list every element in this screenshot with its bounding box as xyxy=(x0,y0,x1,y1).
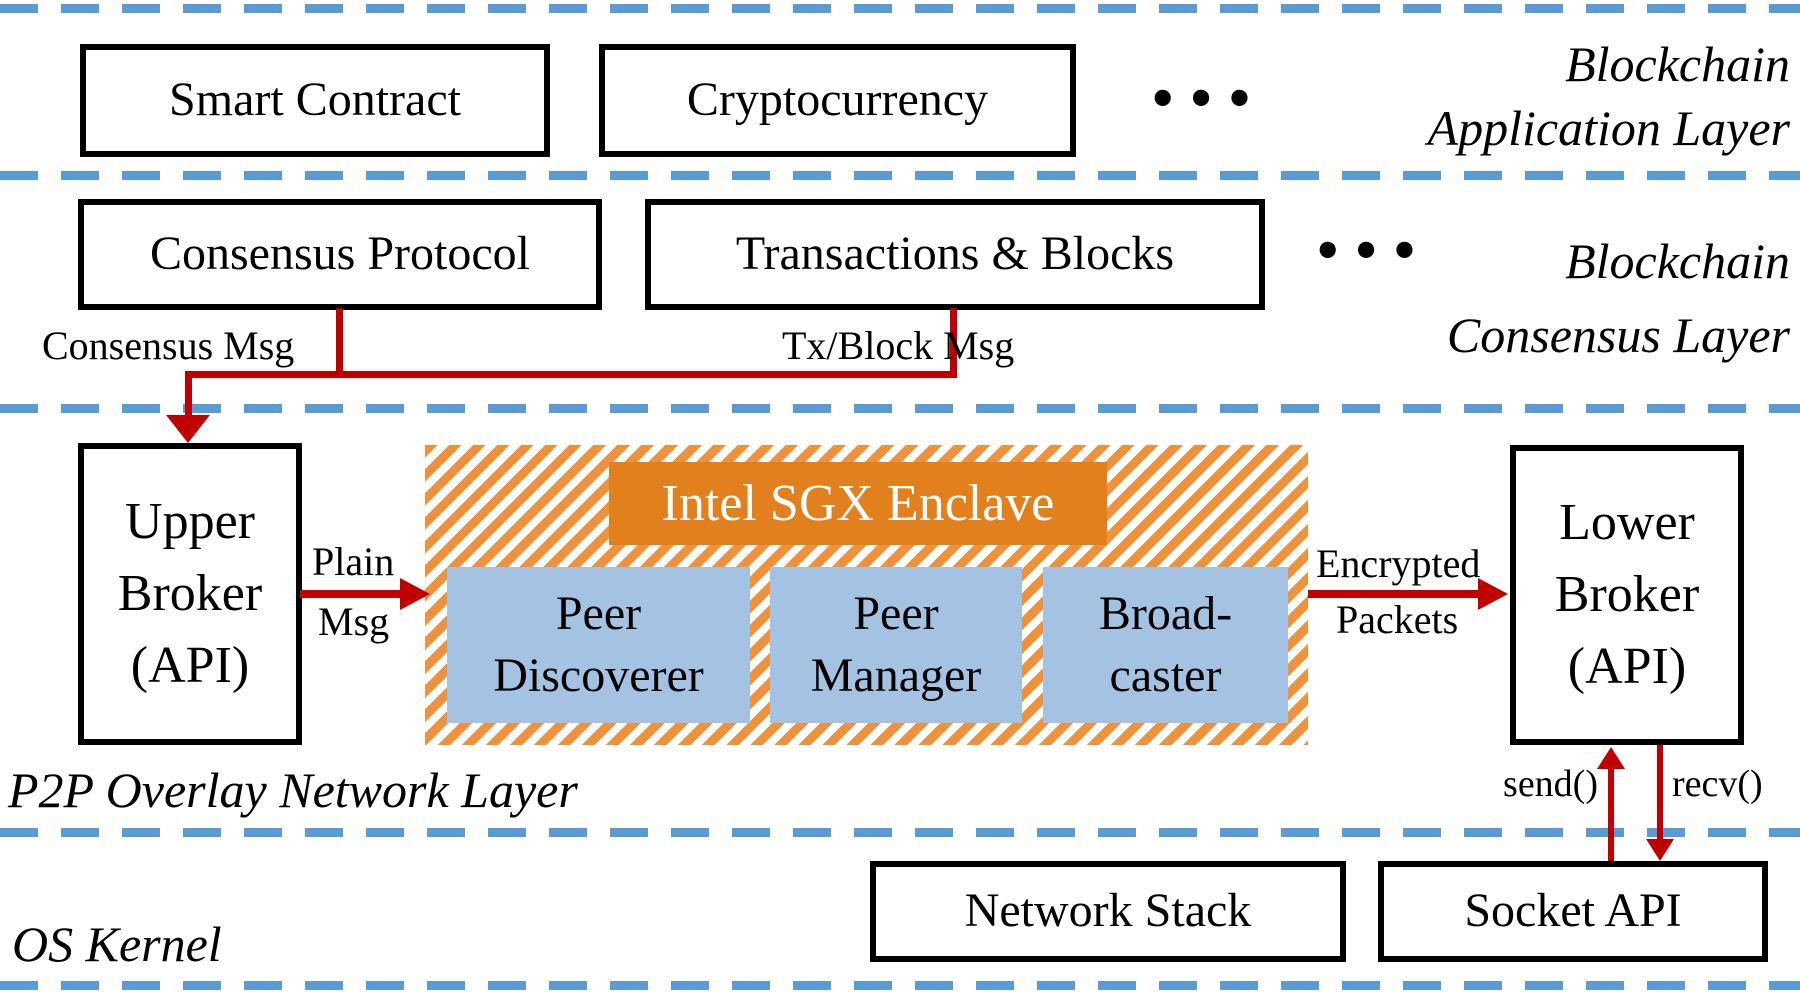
application-layer-label-line1: Blockchain xyxy=(1565,36,1790,92)
lower-broker-line2: Broker xyxy=(1554,566,1700,623)
peer-discoverer-line2: Discoverer xyxy=(493,649,704,702)
application-layer-label-line2: Application Layer xyxy=(1427,100,1790,156)
encrypted-packets-label-line1: Encrypted xyxy=(1316,541,1481,586)
consensus-msg-label: Consensus Msg xyxy=(42,323,295,368)
peer-manager-line2: Manager xyxy=(810,649,982,702)
plain-msg-arrow-line xyxy=(300,590,402,598)
peer-manager-line1: Peer xyxy=(853,587,939,640)
application-layer-label: Blockchain Application Layer xyxy=(1200,32,1790,160)
peer-manager-box: Peer Manager xyxy=(770,567,1022,723)
layer-divider-top xyxy=(0,4,1800,13)
send-call-label: send() xyxy=(1503,763,1598,805)
consensus-msg-line-horizontal xyxy=(185,371,957,378)
tx-block-msg-label: Tx/Block Msg xyxy=(782,323,1015,368)
lower-broker-line3: (API) xyxy=(1567,638,1687,695)
broadcaster-line2: caster xyxy=(1109,649,1222,702)
arrow-down-icon-recv xyxy=(1646,839,1674,861)
network-stack-box: Network Stack xyxy=(870,861,1346,962)
upper-broker-box: Upper Broker (API) xyxy=(78,443,302,745)
os-kernel-label: OS Kernel xyxy=(12,916,222,972)
upper-broker-line1: Upper xyxy=(125,493,255,550)
broadcaster-box: Broad- caster xyxy=(1043,567,1288,723)
broadcaster-line1: Broad- xyxy=(1098,587,1233,640)
arrow-up-icon-send xyxy=(1597,747,1625,769)
lower-broker-box: Lower Broker (API) xyxy=(1510,445,1744,745)
encrypted-packets-arrow-line xyxy=(1308,590,1480,598)
consensus-protocol-box: Consensus Protocol xyxy=(78,199,602,310)
consensus-layer-label: Blockchain Consensus Layer xyxy=(1200,224,1790,372)
recv-call-label: recv() xyxy=(1672,763,1763,805)
encrypted-packets-label-line2: Packets xyxy=(1336,597,1459,642)
plain-msg-label-line1: Plain xyxy=(312,539,395,584)
plain-msg-label-line2: Msg xyxy=(318,599,390,644)
intel-sgx-enclave-title: Intel SGX Enclave xyxy=(609,462,1107,545)
ellipsis-icon-consensus: ••• xyxy=(1313,224,1429,278)
arrow-down-icon xyxy=(166,415,210,443)
transactions-blocks-box: Transactions & Blocks xyxy=(645,199,1265,310)
consensus-msg-line-vertical xyxy=(336,308,343,378)
recv-arrow-line xyxy=(1657,745,1663,841)
smart-contract-box: Smart Contract xyxy=(80,44,550,157)
p2p-layer-label: P2P Overlay Network Layer xyxy=(8,762,578,818)
lower-broker-line1: Lower xyxy=(1559,494,1695,551)
peer-discoverer-line1: Peer xyxy=(555,587,642,640)
arrow-right-icon-plain xyxy=(400,578,430,610)
send-arrow-line xyxy=(1608,767,1614,862)
arrow-right-icon-encrypted xyxy=(1478,578,1508,610)
layer-divider-bottom xyxy=(0,981,1800,990)
consensus-layer-label-line2: Consensus Layer xyxy=(1446,307,1790,363)
consensus-layer-label-line1: Blockchain xyxy=(1565,233,1790,289)
cryptocurrency-box: Cryptocurrency xyxy=(599,44,1076,157)
layer-divider-consensus-p2p xyxy=(0,404,1800,413)
upper-broker-drop-line xyxy=(185,371,192,418)
layer-divider-app-consensus xyxy=(0,171,1800,180)
txblock-msg-line-vertical xyxy=(950,308,957,378)
ellipsis-icon-application: ••• xyxy=(1148,72,1264,126)
socket-api-box: Socket API xyxy=(1378,861,1768,962)
upper-broker-line3: (API) xyxy=(130,637,250,694)
upper-broker-line2: Broker xyxy=(117,565,263,622)
peer-discoverer-box: Peer Discoverer xyxy=(447,567,750,723)
layer-divider-p2p-os xyxy=(0,828,1800,837)
